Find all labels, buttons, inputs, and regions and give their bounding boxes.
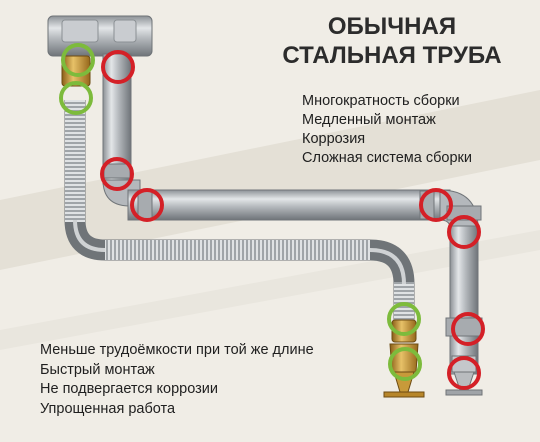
title-line-1: ОБЫЧНАЯ xyxy=(327,13,457,40)
benefits-list: Меньше трудоёмкости при той же длине Быс… xyxy=(40,341,314,419)
list-item: Быстрый монтаж xyxy=(40,361,155,378)
flexible-joint-marker xyxy=(388,347,422,381)
list-item: Коррозия xyxy=(302,131,366,147)
flexible-joint-marker xyxy=(61,43,95,77)
steel-pipe xyxy=(102,53,483,375)
drawbacks-list: Многократность сборки Медленный монтаж К… xyxy=(302,92,472,168)
steel-joint-marker xyxy=(447,356,481,390)
steel-joint-marker xyxy=(419,188,453,222)
flexible-joint-marker xyxy=(387,302,421,336)
list-item: Многократность сборки xyxy=(302,93,460,109)
title-line-2: СТАЛЬНАЯ ТРУБА xyxy=(282,42,502,69)
steel-joint-marker xyxy=(130,188,164,222)
corrugated-hose xyxy=(64,100,415,322)
list-item: Не подвергается коррозии xyxy=(40,381,218,397)
steel-joint-marker xyxy=(101,50,135,84)
tee-manifold xyxy=(47,15,153,57)
list-item: Сложная система сборки xyxy=(302,150,472,166)
list-item: Медленный монтаж xyxy=(302,112,436,128)
steel-joint-marker xyxy=(447,215,481,249)
list-item: Меньше трудоёмкости при той же длине xyxy=(40,342,314,358)
flexible-joint-marker xyxy=(59,81,93,115)
steel-joint-marker xyxy=(451,312,485,346)
background-beam xyxy=(0,90,540,270)
steel-joint-marker xyxy=(100,157,134,191)
list-item: Упрощенная работа xyxy=(40,400,176,417)
page-title: ОБЫЧНАЯ СТАЛЬНАЯ ТРУБА xyxy=(262,12,522,70)
